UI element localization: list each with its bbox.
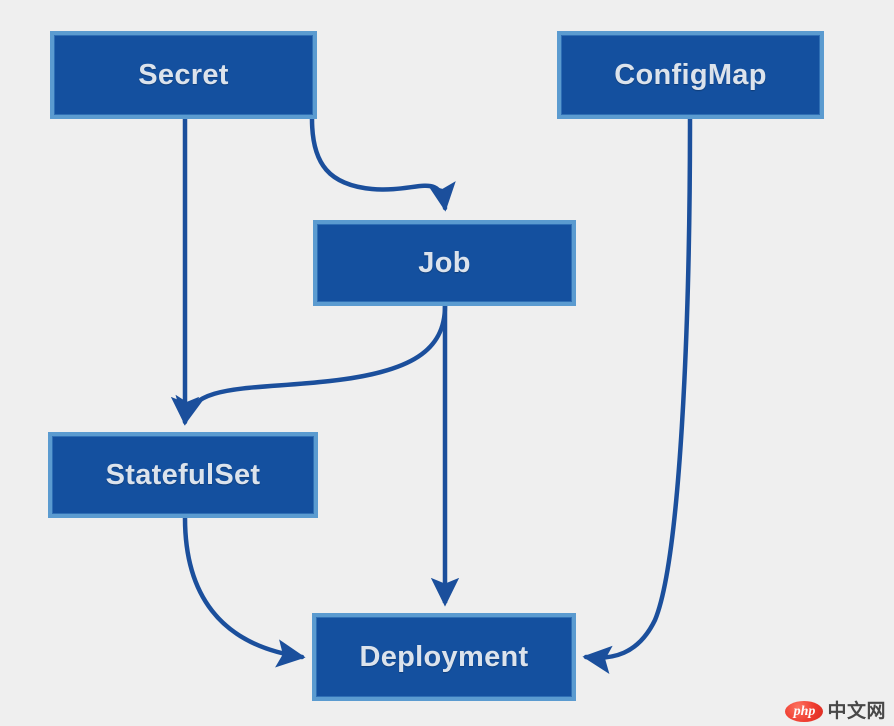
node-job-label: Job: [418, 246, 471, 279]
node-statefulset-label: StatefulSet: [105, 458, 261, 491]
edge-secret-to-job: [309, 116, 456, 212]
node-secret-label: Secret: [138, 58, 229, 91]
edge-job-to-statefulset: [175, 303, 448, 426]
node-deployment[interactable]: Deployment: [312, 613, 576, 701]
php-logo-text: php: [793, 703, 816, 719]
node-job[interactable]: Job: [313, 220, 576, 306]
edge-configmap-to-deployment: [582, 116, 693, 674]
node-configmap-label: ConfigMap: [614, 58, 767, 91]
node-configmap[interactable]: ConfigMap: [557, 31, 824, 119]
watermark: php 中文网: [785, 701, 886, 722]
edge-statefulset-to-deployment: [182, 515, 306, 668]
php-logo-icon: php: [785, 701, 824, 722]
watermark-label: 中文网: [827, 700, 886, 722]
node-secret[interactable]: Secret: [50, 31, 317, 119]
node-statefulset[interactable]: StatefulSet: [48, 432, 318, 518]
node-deployment-label: Deployment: [359, 640, 529, 673]
